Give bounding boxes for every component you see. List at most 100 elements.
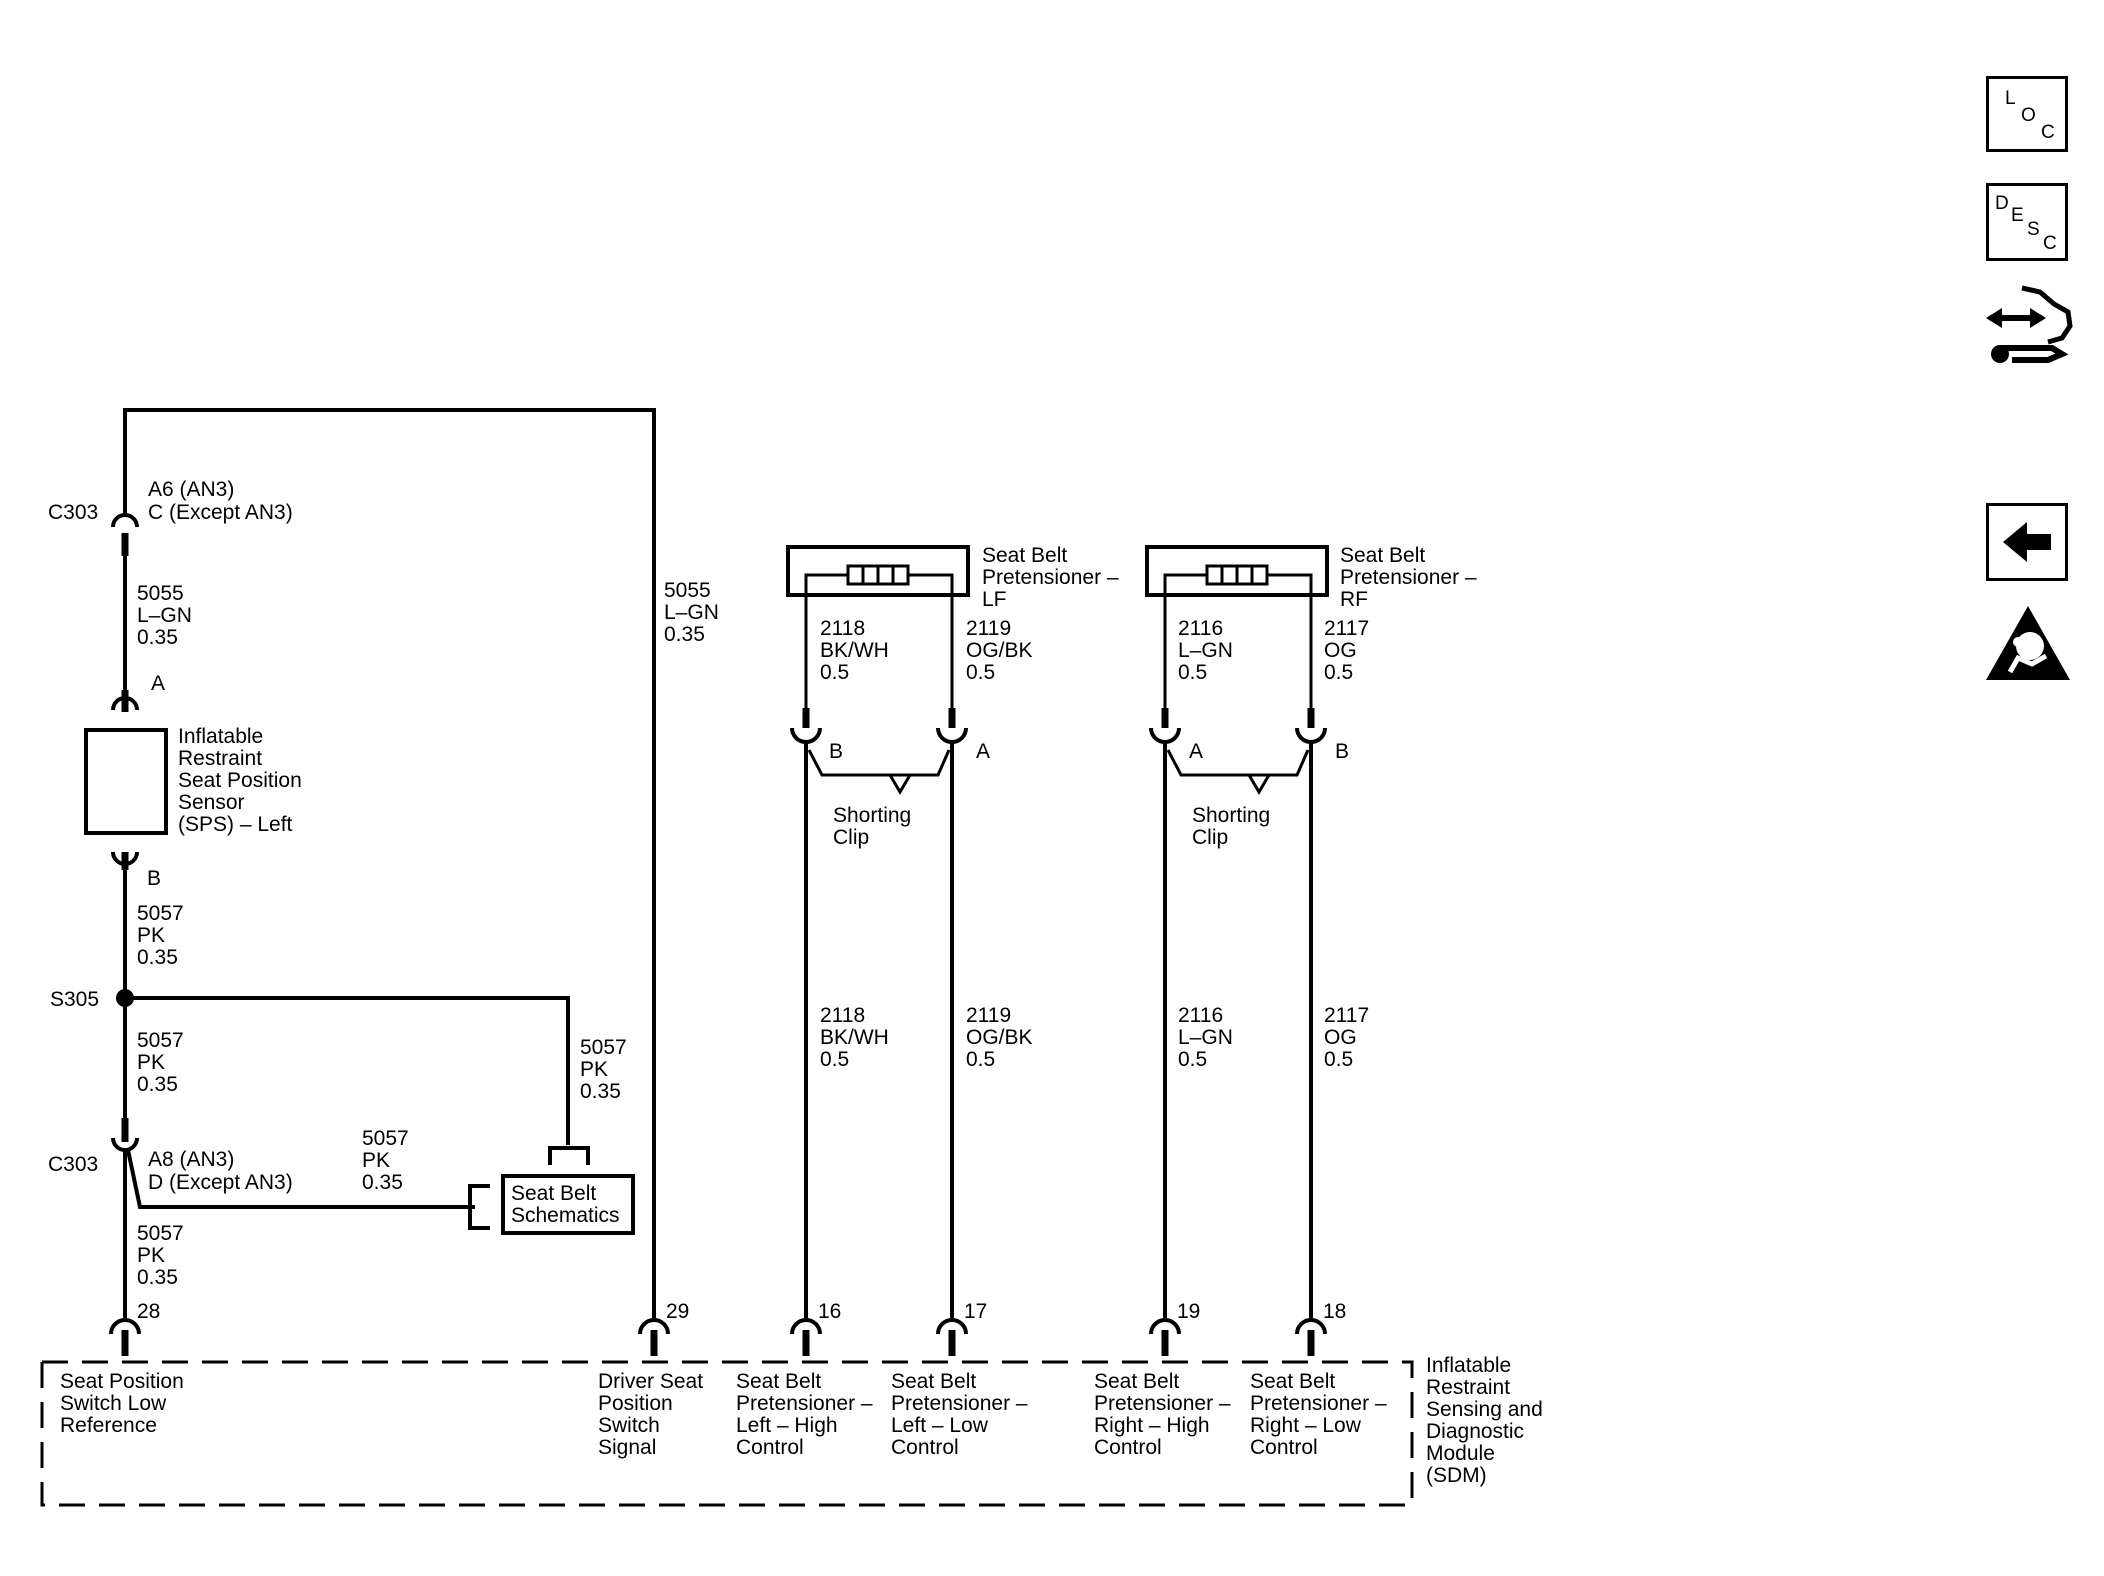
sps-pin-a: A: [151, 672, 165, 695]
pretensioner-lf-title: Pretensioner –: [982, 566, 1119, 589]
wire-5055-left-label: 5055: [137, 582, 184, 605]
wire-5057-label-2: PK: [137, 1051, 165, 1074]
sdm-pin-function: Control: [736, 1436, 804, 1459]
rf-pin-b: B: [1335, 740, 1349, 763]
wire-2119-top-label: 0.5: [966, 661, 995, 684]
sdm-pin-connector: [936, 1318, 968, 1335]
sdm-pin-function: Control: [891, 1436, 959, 1459]
sdm-pin-function: Reference: [60, 1414, 157, 1437]
desc-letter-e: E: [2011, 205, 2024, 226]
wire-2117-top-label: 2117: [1324, 617, 1369, 640]
wire-2117-top-label: OG: [1324, 639, 1357, 662]
wire-2117-mid-label: OG: [1324, 1026, 1357, 1049]
wire-2116-mid-label: 2116: [1178, 1004, 1223, 1027]
sdm-module-name: Restraint: [1426, 1376, 1510, 1399]
back-arrow-icon: [2003, 522, 2051, 562]
pretensioner-rf: [1145, 545, 1329, 1318]
sdm-module: [40, 1318, 1414, 1507]
sdm-pin-number: 17: [964, 1300, 987, 1323]
wire-2118-top-label: 2118: [820, 617, 865, 640]
wire-5055-left-label: L–GN: [137, 604, 192, 627]
sdm-pin-function: Switch: [598, 1414, 660, 1437]
wire-2119-mid-label: OG/BK: [966, 1026, 1033, 1049]
wire-2119-mid-label: 2119: [966, 1004, 1011, 1027]
wire-2118-mid-label: 2118: [820, 1004, 865, 1027]
sps-sensor-label: Restraint: [178, 747, 262, 770]
pretensioner-lf-title: Seat Belt: [982, 544, 1067, 567]
wire-2119-top-label: OG/BK: [966, 639, 1033, 662]
c303-top-pin-a6: A6 (AN3): [148, 478, 234, 501]
pretensioner-rf-title: Seat Belt: [1340, 544, 1425, 567]
wire-2116-mid-label: 0.5: [1178, 1048, 1207, 1071]
sdm-pin-function: Seat Belt: [736, 1370, 821, 1393]
seatbelt-schematics-label: Seat Belt: [511, 1182, 596, 1205]
wire-2119-top-label: 2119: [966, 617, 1011, 640]
wire-5055-right-label: L–GN: [664, 601, 719, 624]
wire-2119-mid-label: 0.5: [966, 1048, 995, 1071]
wire-5055-left-label: 0.35: [137, 626, 178, 649]
wire-2116-top-label: 2116: [1178, 617, 1223, 640]
sps-sensor-label: Seat Position: [178, 769, 302, 792]
wire-5057-label-1: PK: [137, 924, 165, 947]
wire-5057-label-1: 0.35: [137, 946, 178, 969]
sdm-pin-function: Position: [598, 1392, 673, 1415]
pretensioner-rf-title: RF: [1340, 588, 1368, 611]
wire-5057-branch-label: 5057: [580, 1036, 627, 1059]
c303-bottom-pin-a8: A8 (AN3): [148, 1148, 234, 1171]
sdm-pin-function: Left – High: [736, 1414, 838, 1437]
back-arrow-button[interactable]: [1986, 503, 2068, 581]
seatbelt-schematics-label: Schematics: [511, 1204, 620, 1227]
sdm-pin-function: Driver Seat: [598, 1370, 703, 1393]
wire-5057-to-schematics-label: 5057: [362, 1127, 409, 1150]
lf-shorting-clip-label: Shorting: [833, 804, 911, 827]
seatbelt-schematics-box[interactable]: [501, 1174, 635, 1235]
sdm-pin-function: Control: [1094, 1436, 1162, 1459]
sdm-pin-number: 19: [1177, 1300, 1200, 1323]
rf-pin-a: A: [1189, 740, 1203, 763]
connector-end-view-icon[interactable]: [1982, 282, 2078, 378]
wire-5057-to-schematics-label: 0.35: [362, 1171, 403, 1194]
wire-5055-right-label: 5055: [664, 579, 711, 602]
sdm-pin-connector: [109, 1318, 141, 1335]
wire-5057-label-3: 0.35: [137, 1266, 178, 1289]
wire-2118-top-label: 0.5: [820, 661, 849, 684]
c303-top-pin-c: C (Except AN3): [148, 501, 293, 524]
rf-shorting-clip-label: Shorting: [1192, 804, 1270, 827]
wire-5057-branch-label: 0.35: [580, 1080, 621, 1103]
sdm-pin-function: Pretensioner –: [736, 1392, 873, 1415]
description-button[interactable]: D E S C: [1986, 183, 2068, 261]
sdm-pin-function: Seat Belt: [1094, 1370, 1179, 1393]
sdm-pin-function: Pretensioner –: [1250, 1392, 1387, 1415]
loc-letter-l: L: [2005, 88, 2016, 109]
sdm-pin-function: Left – Low: [891, 1414, 989, 1437]
wire-5057-label-1: 5057: [137, 902, 184, 925]
loc-letter-c: C: [2041, 122, 2055, 143]
sdm-pin-function: Switch Low: [60, 1392, 167, 1415]
wire-2117-top-label: 0.5: [1324, 661, 1353, 684]
sdm-pin-function: Control: [1250, 1436, 1318, 1459]
pretensioner-lf: [786, 545, 970, 1318]
sdm-pin-number: 18: [1323, 1300, 1346, 1323]
sdm-pin-function: Seat Belt: [891, 1370, 976, 1393]
sdm-pin-function: Pretensioner –: [891, 1392, 1028, 1415]
c303-top-label: C303: [48, 501, 98, 524]
wire-5055-right-label: 0.35: [664, 623, 705, 646]
sdm-pin-number: 28: [137, 1300, 160, 1323]
lf-pin-b: B: [829, 740, 843, 763]
sdm-pin-function: Pretensioner –: [1094, 1392, 1231, 1415]
wire-5057-to-schematics-label: PK: [362, 1149, 390, 1172]
pretensioner-rf-title: Pretensioner –: [1340, 566, 1477, 589]
sdm-module-name: (SDM): [1426, 1464, 1487, 1487]
wire-2116-top-label: L–GN: [1178, 639, 1233, 662]
wire-2116-mid-label: L–GN: [1178, 1026, 1233, 1049]
wire-5057-label-2: 5057: [137, 1029, 184, 1052]
sdm-module-name: Inflatable: [1426, 1354, 1511, 1377]
airbag-warning-icon[interactable]: [1982, 602, 2074, 686]
component-locator-button[interactable]: L O C: [1986, 76, 2068, 152]
wire-5057-branch-label: PK: [580, 1058, 608, 1081]
pretensioner-lf-title: LF: [982, 588, 1007, 611]
wire-2117-mid-label: 2117: [1324, 1004, 1369, 1027]
sdm-pin-function: Right – Low: [1250, 1414, 1362, 1437]
sdm-pin-connector: [1295, 1318, 1327, 1335]
